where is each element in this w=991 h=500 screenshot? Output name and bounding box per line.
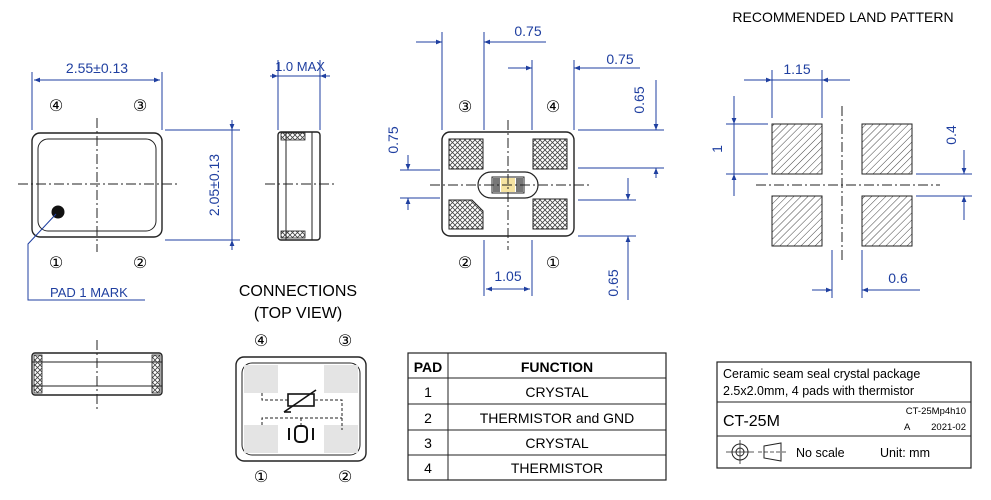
table-row-4-function: THERMISTOR (511, 460, 603, 476)
bottom-pad-label-1: ① (546, 255, 560, 272)
end-view (31, 340, 163, 410)
table-row-1-pad: 1 (424, 384, 432, 400)
table-row-3-function: CRYSTAL (525, 435, 588, 451)
table-row-1-function: CRYSTAL (525, 384, 588, 400)
connections-subtitle: (TOP VIEW) (254, 305, 342, 322)
bottom-view: 0.75 0.75 0.65 0.75 ③ ④ 0.65 (385, 23, 664, 300)
conn-pad-label-1: ① (254, 469, 268, 486)
connections-title: CONNECTIONS (239, 283, 357, 300)
title-description-2: 2.5x2.0mm, 4 pads with thermistor (723, 384, 914, 398)
bottom-pad-label-2: ② (458, 255, 472, 272)
title-drawing-code: CT-25Mp4h10 (906, 406, 966, 417)
title-unit: Unit: mm (880, 446, 930, 460)
conn-pad-4 (244, 365, 278, 393)
land-pad-tr (861, 123, 913, 175)
bottom-dim-top-0: 0.75 (514, 23, 541, 39)
side-view: 1.0 MAX (265, 59, 336, 241)
land-pad-tl (771, 123, 823, 175)
table-header-pad: PAD (414, 359, 443, 375)
bottom-dim-top-1: 0.75 (606, 51, 633, 67)
front-width-dim: 2.55±0.13 (66, 60, 128, 76)
pad1-leader (27, 213, 145, 301)
land-dim-3: 0.6 (888, 270, 908, 286)
projection-symbol-icon (726, 440, 786, 464)
bottom-dim-bottom-0: 1.05 (494, 268, 521, 284)
bottom-pad-1 (532, 198, 568, 230)
front-pad-label-2: ② (133, 255, 147, 272)
title-description-1: Ceramic seam seal crystal package (723, 367, 920, 381)
front-pad-label-4: ④ (49, 98, 63, 115)
bottom-dim-left-0: 0.75 (385, 126, 401, 153)
table-header-function: FUNCTION (521, 359, 593, 375)
table-row-4-pad: 4 (424, 460, 432, 476)
pad1-mark-label: PAD 1 MARK (50, 285, 128, 300)
conn-pad-label-3: ③ (338, 333, 352, 350)
land-dim-0: 1.15 (783, 61, 810, 77)
table-row-2-pad: 2 (424, 410, 432, 426)
land-pad-bl (771, 195, 823, 247)
bottom-pad-4 (532, 138, 568, 170)
bottom-dim-right-1: 0.65 (605, 269, 621, 296)
crystal-icon (294, 425, 308, 443)
conn-pad-3 (324, 365, 358, 393)
table-row-2-function: THERMISTOR and GND (480, 410, 635, 426)
land-pattern-title: RECOMMENDED LAND PATTERN (732, 9, 953, 25)
front-pad-label-1: ① (49, 255, 63, 272)
front-view: 2.55±0.13 ④ ③ 2.05±0.13 ① ② PAD 1 MARK (18, 60, 240, 301)
bottom-dim-right-0: 0.65 (631, 86, 647, 113)
title-revision: A (904, 422, 911, 433)
conn-pad-label-4: ④ (254, 333, 268, 350)
front-pad-label-3: ③ (133, 98, 147, 115)
bottom-pad-label-3: ③ (458, 99, 472, 116)
side-body (277, 131, 321, 241)
land-dim-2: 0.4 (943, 125, 959, 145)
conn-pad-label-2: ② (338, 469, 352, 486)
land-dim-1: 1 (709, 145, 725, 153)
front-height-dim: 2.05±0.13 (206, 154, 222, 216)
connections-view: CONNECTIONS (TOP VIEW) ④ ③ ① ② (235, 283, 367, 486)
pad-function-table: PAD FUNCTION 1 CRYSTAL 2 THERMISTOR and … (407, 352, 667, 481)
bottom-pad-label-4: ④ (546, 99, 560, 116)
conn-pad-2 (324, 425, 358, 453)
land-pattern: RECOMMENDED LAND PATTERN 1.15 1 0.4 0.6 (709, 9, 972, 298)
title-part-number: CT-25M (723, 413, 780, 430)
title-date: 2021-02 (931, 422, 966, 433)
title-scale: No scale (796, 446, 845, 460)
bottom-pad-3 (448, 138, 484, 170)
bottom-pad-2 (448, 199, 484, 230)
conn-pad-1 (244, 425, 278, 453)
table-row-3-pad: 3 (424, 435, 432, 451)
title-block: Ceramic seam seal crystal package 2.5x2.… (716, 361, 972, 469)
land-pad-br (861, 195, 913, 247)
side-height-dim: 1.0 MAX (275, 59, 325, 74)
